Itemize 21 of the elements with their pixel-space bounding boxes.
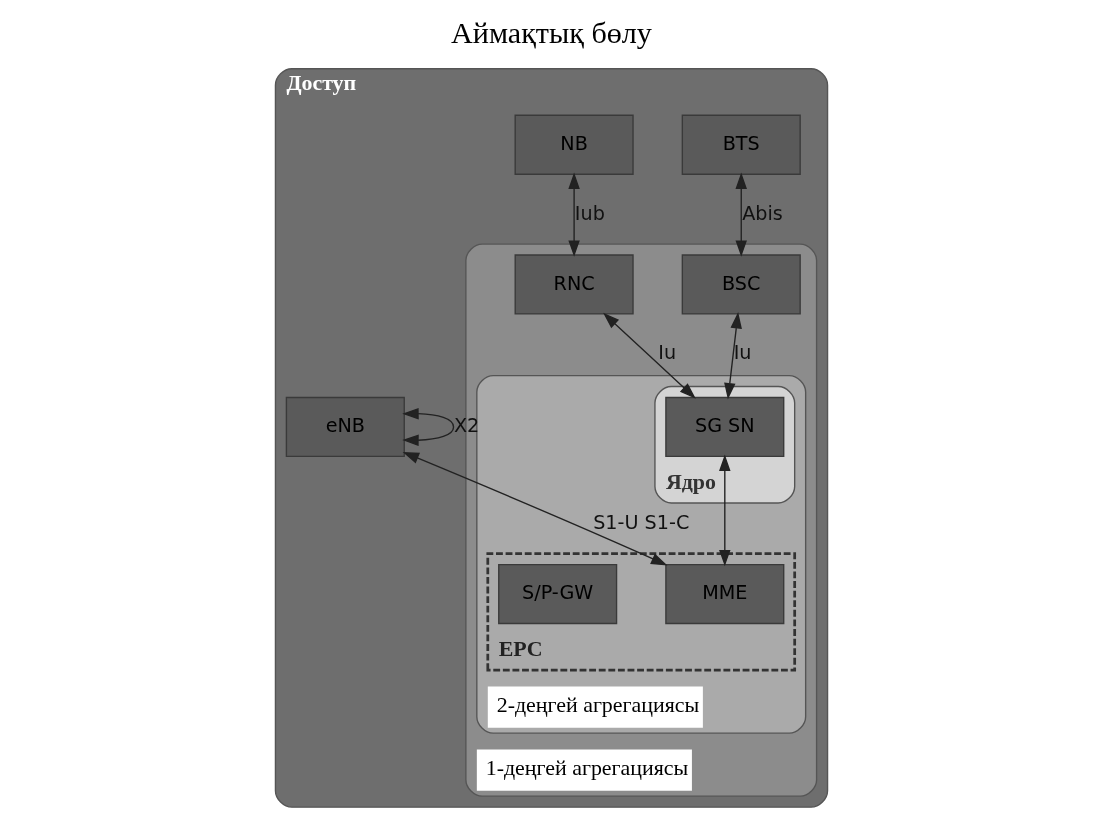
- node-box: S/P-GW: [497, 563, 617, 625]
- arrow: [718, 454, 731, 567]
- edge-label: Iub: [574, 201, 605, 225]
- edge-label: S1-U S1-C: [592, 511, 689, 535]
- edge-label: Iu: [733, 341, 752, 365]
- node-box: BTS: [681, 114, 801, 175]
- node-box: MME: [664, 563, 784, 625]
- arrow: [401, 407, 454, 446]
- arrow: [723, 312, 742, 400]
- edge-label: Abis: [741, 201, 783, 225]
- arrow: [567, 172, 580, 257]
- node-box: NB: [514, 114, 634, 175]
- arrow: [602, 312, 696, 399]
- node-box: RNC: [514, 254, 634, 315]
- node-box: eNB: [285, 396, 405, 458]
- arrow: [402, 451, 667, 566]
- diagram-title: Аймақтық бөлу: [450, 16, 652, 51]
- arrow: [735, 172, 747, 257]
- node-box: BSC: [681, 254, 801, 315]
- edge-label: Iu: [657, 341, 676, 365]
- node-box: SG SN: [664, 396, 784, 458]
